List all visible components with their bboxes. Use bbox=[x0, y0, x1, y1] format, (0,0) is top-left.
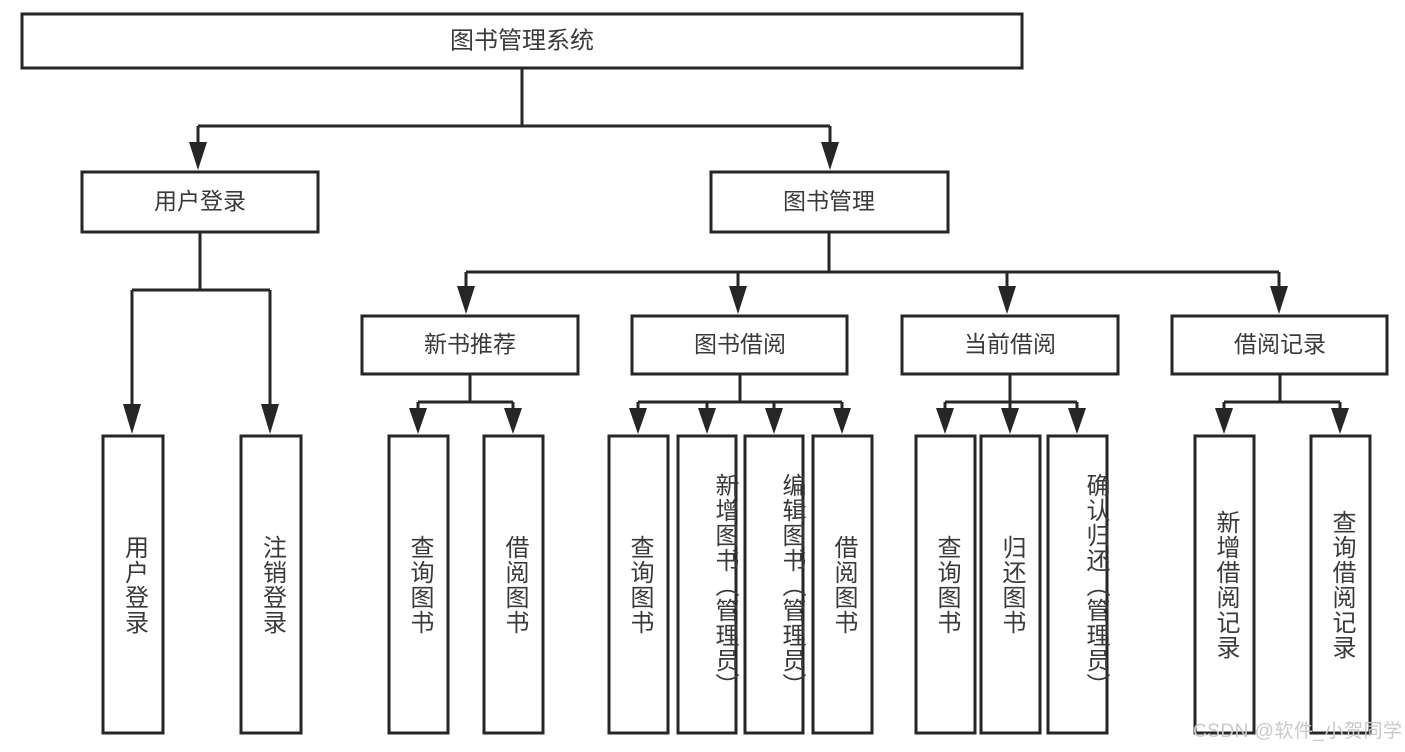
connector-user-login-to-leaves bbox=[123, 232, 279, 434]
arrowhead-leaf-query-record bbox=[1331, 408, 1349, 434]
arrowhead-leaf-borrow-book-2 bbox=[833, 408, 851, 434]
leaf-box-add-record[interactable] bbox=[1193, 434, 1256, 735]
arrowhead-book-management bbox=[821, 142, 839, 170]
leaf-box-borrow-book-2[interactable] bbox=[811, 434, 874, 735]
node-book-management-label: 图书管理 bbox=[783, 188, 875, 214]
arrowhead-leaf-borrow-book-1 bbox=[504, 408, 522, 434]
leaf-box-logout-login[interactable] bbox=[239, 434, 303, 735]
node-new-book-recommend-box[interactable] bbox=[360, 314, 580, 376]
arrowhead-new-book-recommend bbox=[457, 286, 475, 314]
arrowhead-leaf-edit-book bbox=[765, 408, 783, 434]
connector-borrow-record-to-leaves bbox=[1215, 374, 1349, 434]
leaf-box-borrow-book-1[interactable] bbox=[482, 434, 545, 735]
node-user-login[interactable]: 用户登录 bbox=[80, 170, 320, 234]
node-new-book-recommend[interactable]: 新书推荐 bbox=[360, 314, 580, 376]
arrowhead-leaf-query-book-1 bbox=[409, 408, 427, 434]
leaf-box-user-login[interactable] bbox=[101, 434, 165, 735]
node-book-borrow-label: 图书借阅 bbox=[694, 331, 786, 357]
leaf-box-edit-book[interactable] bbox=[743, 434, 805, 735]
arrowhead-leaf-logout-login bbox=[261, 404, 279, 434]
node-book-borrow[interactable]: 图书借阅 bbox=[630, 314, 849, 376]
node-new-book-recommend-label: 新书推荐 bbox=[424, 331, 516, 357]
arrowhead-leaf-query-book-3 bbox=[936, 408, 954, 434]
node-current-borrow[interactable]: 当前借阅 bbox=[900, 314, 1120, 376]
arrowhead-leaf-confirm-return bbox=[1068, 408, 1086, 434]
leaf-box-query-record[interactable] bbox=[1309, 434, 1372, 735]
arrowhead-leaf-user-login bbox=[123, 404, 141, 434]
node-root-label: 图书管理系统 bbox=[450, 27, 594, 54]
connector-current-borrow-to-leaves bbox=[936, 374, 1086, 434]
connector-book-management-to-level3 bbox=[457, 232, 1288, 314]
arrowhead-borrow-record bbox=[1270, 286, 1288, 314]
node-root[interactable]: 图书管理系统 bbox=[20, 12, 1024, 70]
node-current-borrow-box[interactable] bbox=[900, 314, 1120, 376]
node-borrow-record-label: 借阅记录 bbox=[1234, 331, 1326, 357]
arrowhead-leaf-return-book bbox=[1001, 408, 1019, 434]
arrowhead-current-borrow bbox=[998, 286, 1016, 314]
leaf-box-confirm-return[interactable] bbox=[1046, 434, 1109, 735]
connector-new-book-recommend-to-leaves bbox=[409, 374, 522, 434]
node-book-management[interactable]: 图书管理 bbox=[709, 170, 950, 234]
node-root-box[interactable] bbox=[20, 12, 1024, 70]
arrowhead-leaf-add-book bbox=[698, 408, 716, 434]
arrowhead-leaf-query-book-2 bbox=[629, 408, 647, 434]
leaf-box-query-book-1[interactable] bbox=[387, 434, 450, 735]
node-current-borrow-label: 当前借阅 bbox=[964, 331, 1056, 357]
node-borrow-record[interactable]: 借阅记录 bbox=[1170, 314, 1389, 376]
connector-book-borrow-to-leaves bbox=[629, 374, 851, 434]
watermark-text: CSDN @软件_小贺同学 bbox=[1193, 721, 1403, 742]
arrowhead-user-login bbox=[189, 142, 207, 170]
arrowhead-leaf-add-record bbox=[1215, 408, 1233, 434]
leaf-box-return-book[interactable] bbox=[979, 434, 1042, 735]
arrowhead-book-borrow bbox=[729, 286, 747, 314]
connector-root-to-level2 bbox=[189, 68, 839, 170]
node-user-login-box[interactable] bbox=[80, 170, 320, 234]
node-user-login-label: 用户登录 bbox=[154, 188, 246, 214]
leaf-box-query-book-2[interactable] bbox=[607, 434, 670, 735]
leaf-box-query-book-3[interactable] bbox=[914, 434, 977, 735]
leaf-box-add-book[interactable] bbox=[676, 434, 738, 735]
